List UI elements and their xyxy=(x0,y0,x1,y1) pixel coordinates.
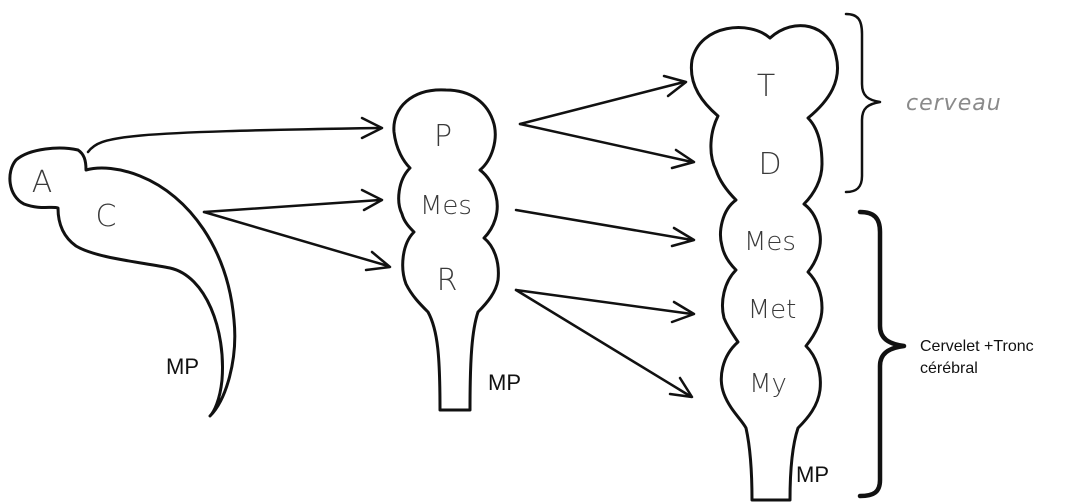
vesicle-label-a: A xyxy=(32,165,53,200)
arrow-r-to-my xyxy=(514,288,692,398)
vesicle-label-mes-2: Mes xyxy=(420,191,472,221)
spinal-cord-label-3: MP xyxy=(796,462,829,487)
brace-cerveau xyxy=(844,12,882,194)
arrow-mes-to-mes xyxy=(514,208,694,242)
stage-1-embryo: A C MP xyxy=(8,146,237,418)
arrowhead-p-to-d xyxy=(670,148,696,170)
arrow-p-to-d xyxy=(518,122,694,164)
arrowhead-p-to-t xyxy=(662,74,688,98)
vesicle-label-c: C xyxy=(96,199,117,234)
cervelet-tronc-label-line1: Cervelet +Tronc xyxy=(920,338,1034,355)
arrow-c-to-r xyxy=(202,210,390,268)
arrowhead-r-to-met xyxy=(670,300,696,324)
vesicle-label-d: D xyxy=(758,147,781,182)
arrow-c-to-mes xyxy=(202,198,382,214)
vesicle-label-t: T xyxy=(757,69,775,104)
vesicle-label-mes-3: Mes xyxy=(744,227,796,257)
stage-3-outline xyxy=(689,24,839,502)
arrowhead-c-to-mes xyxy=(360,188,384,212)
cervelet-tronc-label-line2: cérébral xyxy=(920,360,978,377)
arrowhead-r-to-my xyxy=(668,376,694,399)
vesicle-label-r: R xyxy=(437,263,458,298)
cerveau-label: cerveau xyxy=(906,91,1002,116)
brace-cervelet-tronc xyxy=(857,209,907,499)
group-cerveau: cerveau xyxy=(844,12,1002,194)
stage-1-outline xyxy=(8,146,237,418)
stage-2-embryo: P Mes R MP xyxy=(392,88,521,412)
arrow-a-to-p xyxy=(86,126,382,154)
vesicle-label-met: Met xyxy=(748,295,797,325)
arrowhead-a-to-p xyxy=(360,116,384,140)
spinal-cord-label-2: MP xyxy=(488,370,521,395)
arrow-p-to-t xyxy=(518,80,686,126)
arrow-r-to-met xyxy=(514,288,694,316)
arrowhead-c-to-r xyxy=(364,250,392,272)
arrows-stage-1-to-2 xyxy=(86,116,392,272)
spinal-cord-label-1: MP xyxy=(166,354,199,379)
stage-3-embryo: T D Mes Met My MP xyxy=(689,24,839,502)
arrowhead-mes-to-mes xyxy=(670,226,696,248)
stage-2-outline xyxy=(392,88,500,412)
group-cervelet-tronc: Cervelet +Tronc cérébral xyxy=(857,209,1034,499)
vesicle-label-my: My xyxy=(749,369,787,399)
arrows-stage-2-to-3 xyxy=(514,74,696,399)
vesicle-label-p: P xyxy=(434,119,452,154)
